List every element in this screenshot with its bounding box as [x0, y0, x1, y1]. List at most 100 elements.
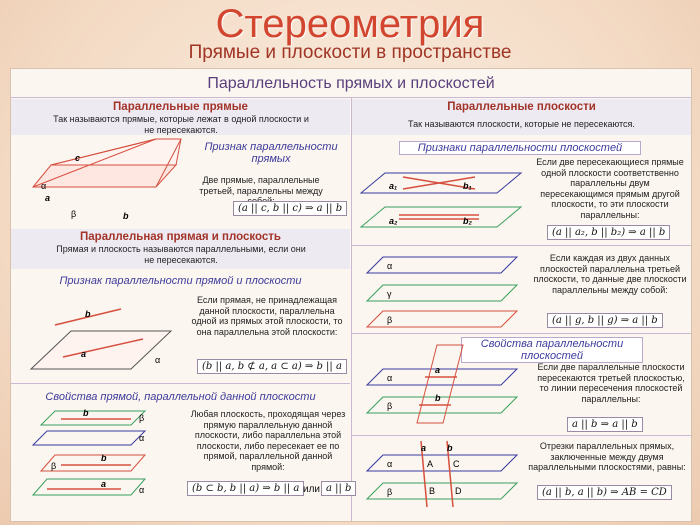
label-gamma: γ	[387, 289, 392, 299]
line-properties-figure: b β α b a β α	[31, 408, 147, 496]
label-alpha: α	[139, 485, 144, 495]
plane-properties-title: Свойства параллельности плоскостей	[461, 337, 643, 363]
label-b: b	[447, 443, 453, 453]
plane-beta	[365, 310, 519, 328]
or-label: или	[303, 484, 321, 495]
parallel-lines-definition: Так называются прямые, которые лежат в о…	[53, 114, 309, 135]
planes-criterion-2-text: Если каждая из двух данных плоскостей па…	[533, 253, 687, 295]
plane-gamma	[365, 284, 519, 302]
plane-beta-top	[39, 410, 147, 426]
plane-properties-1-figure: a b α β	[365, 344, 519, 424]
label-D: D	[455, 486, 462, 496]
plane-alpha	[29, 330, 173, 370]
plane-alpha-top	[31, 430, 147, 446]
label-b: b	[101, 453, 107, 463]
line-plane-criterion-title: Признак параллельности прямой и плоскост…	[59, 275, 302, 287]
label-C: C	[453, 459, 460, 469]
label-c: c	[75, 153, 80, 163]
label-beta: β	[139, 413, 144, 423]
line-b	[155, 138, 182, 188]
label-alpha: α	[387, 373, 392, 383]
parallel-planes-header-band	[352, 99, 691, 135]
plane-alpha	[365, 368, 519, 386]
divider	[352, 333, 691, 334]
label-b: b	[83, 408, 89, 418]
label-alpha: α	[155, 355, 160, 365]
line-a	[62, 338, 144, 358]
parallel-lines-formula: (a || c, b || c) ⇒ a || b	[233, 201, 348, 216]
line-plane-heading: Параллельная прямая и плоскость	[80, 231, 281, 243]
plane-beta	[50, 138, 182, 166]
planes-criteria-title: Признаки параллельности плоскостей	[399, 141, 641, 155]
plane-beta	[365, 396, 519, 414]
label-a: a	[421, 443, 426, 453]
label-beta: β	[387, 401, 392, 411]
label-b: b	[435, 393, 441, 403]
poster-subtitle: Прямые и плоскости в пространстве	[188, 42, 512, 63]
line-plane-header-band	[11, 229, 350, 269]
label-beta: β	[387, 487, 392, 497]
parallel-lines-criterion-title: Признак параллельности прямых	[204, 141, 338, 165]
prism-figure	[31, 138, 182, 188]
line-b	[54, 308, 122, 326]
label-a: a	[45, 193, 50, 203]
label-beta: β	[71, 209, 76, 219]
planes-criterion-1-figure: a₁ b₁ a₂ b₂	[359, 172, 523, 228]
label-b: b	[85, 309, 91, 319]
planes-criterion-1-formula: (a || a₂, b || b₂) ⇒ a || b	[547, 225, 671, 240]
content-board: Параллельность прямых и плоскостей Парал…	[10, 68, 692, 522]
label-b1: b₁	[463, 181, 472, 191]
line-a	[420, 440, 428, 508]
label-alpha: α	[387, 459, 392, 469]
line-plane-formula: (b || a, b ⊄ a, a ⊂ a) ⇒ b || a	[197, 359, 347, 374]
divider	[11, 383, 350, 384]
plane-alpha	[31, 164, 178, 188]
parallel-planes-heading: Параллельные плоскости	[447, 101, 596, 113]
parallel-planes-definition: Так называются плоскости, которые не пер…	[408, 119, 635, 129]
line-a	[32, 138, 157, 188]
line-properties-title: Свойства прямой, параллельной данной пло…	[45, 391, 316, 403]
label-a: a	[81, 349, 86, 359]
line-plane-figure: b a α	[29, 308, 173, 370]
label-alpha: α	[387, 261, 392, 271]
label-beta: β	[387, 315, 392, 325]
label-a1: a₁	[389, 181, 397, 191]
geometry-figures: c a b α β b a α b β α b a β	[29, 138, 523, 508]
label-b2: b₂	[463, 216, 472, 226]
plane-properties-text-2: Отрезки параллельных прямых, заключенные…	[528, 441, 686, 472]
line-properties-text: Любая плоскость, проходящая через прямую…	[190, 409, 346, 472]
poster-title: Стереометрия	[215, 2, 485, 46]
label-A: A	[427, 459, 433, 469]
planes-criterion-2-formula: (a || g, b || g) ⇒ a || b	[547, 313, 663, 328]
planes-criterion-2-figure: α γ β	[365, 256, 519, 328]
column-divider	[351, 97, 352, 521]
line-plane-criterion-text: Если прямая, не принадлежащая данной пло…	[191, 295, 343, 337]
plane-alpha-bottom	[31, 478, 147, 496]
label-alpha: α	[41, 181, 46, 191]
line-b1	[402, 176, 476, 190]
planes-criterion-1-text: Если две пересекающиеся прямые одной пло…	[536, 157, 684, 220]
label-b: b	[123, 211, 129, 221]
plane-cutting	[416, 344, 464, 424]
line-b	[446, 440, 454, 508]
parallel-lines-heading: Параллельные прямые	[113, 101, 248, 113]
plane-alpha	[365, 256, 519, 274]
plane-properties-formula-1: a || b ⇒ a || b	[567, 417, 643, 432]
divider	[352, 245, 691, 246]
label-a: a	[435, 365, 440, 375]
divider	[352, 435, 691, 436]
plane-beta-bottom	[39, 454, 147, 472]
label-a: a	[101, 479, 106, 489]
plane-beta	[365, 482, 519, 500]
label-alpha: α	[139, 433, 144, 443]
plane-alpha	[365, 454, 519, 472]
plane-top	[359, 172, 523, 194]
label-B: B	[429, 486, 435, 496]
plane-bottom	[359, 206, 523, 228]
line-c	[50, 138, 157, 166]
plane-properties-2-figure: a b A C B D α β	[365, 440, 519, 508]
label-a2: a₂	[389, 216, 398, 226]
section-title: Параллельность прямых и плоскостей	[207, 75, 495, 92]
line-plane-definition: Прямая и плоскость называются параллельн…	[56, 244, 306, 265]
plane-properties-formula-2: (a || b, a || b) ⇒ AB = CD	[537, 485, 672, 500]
